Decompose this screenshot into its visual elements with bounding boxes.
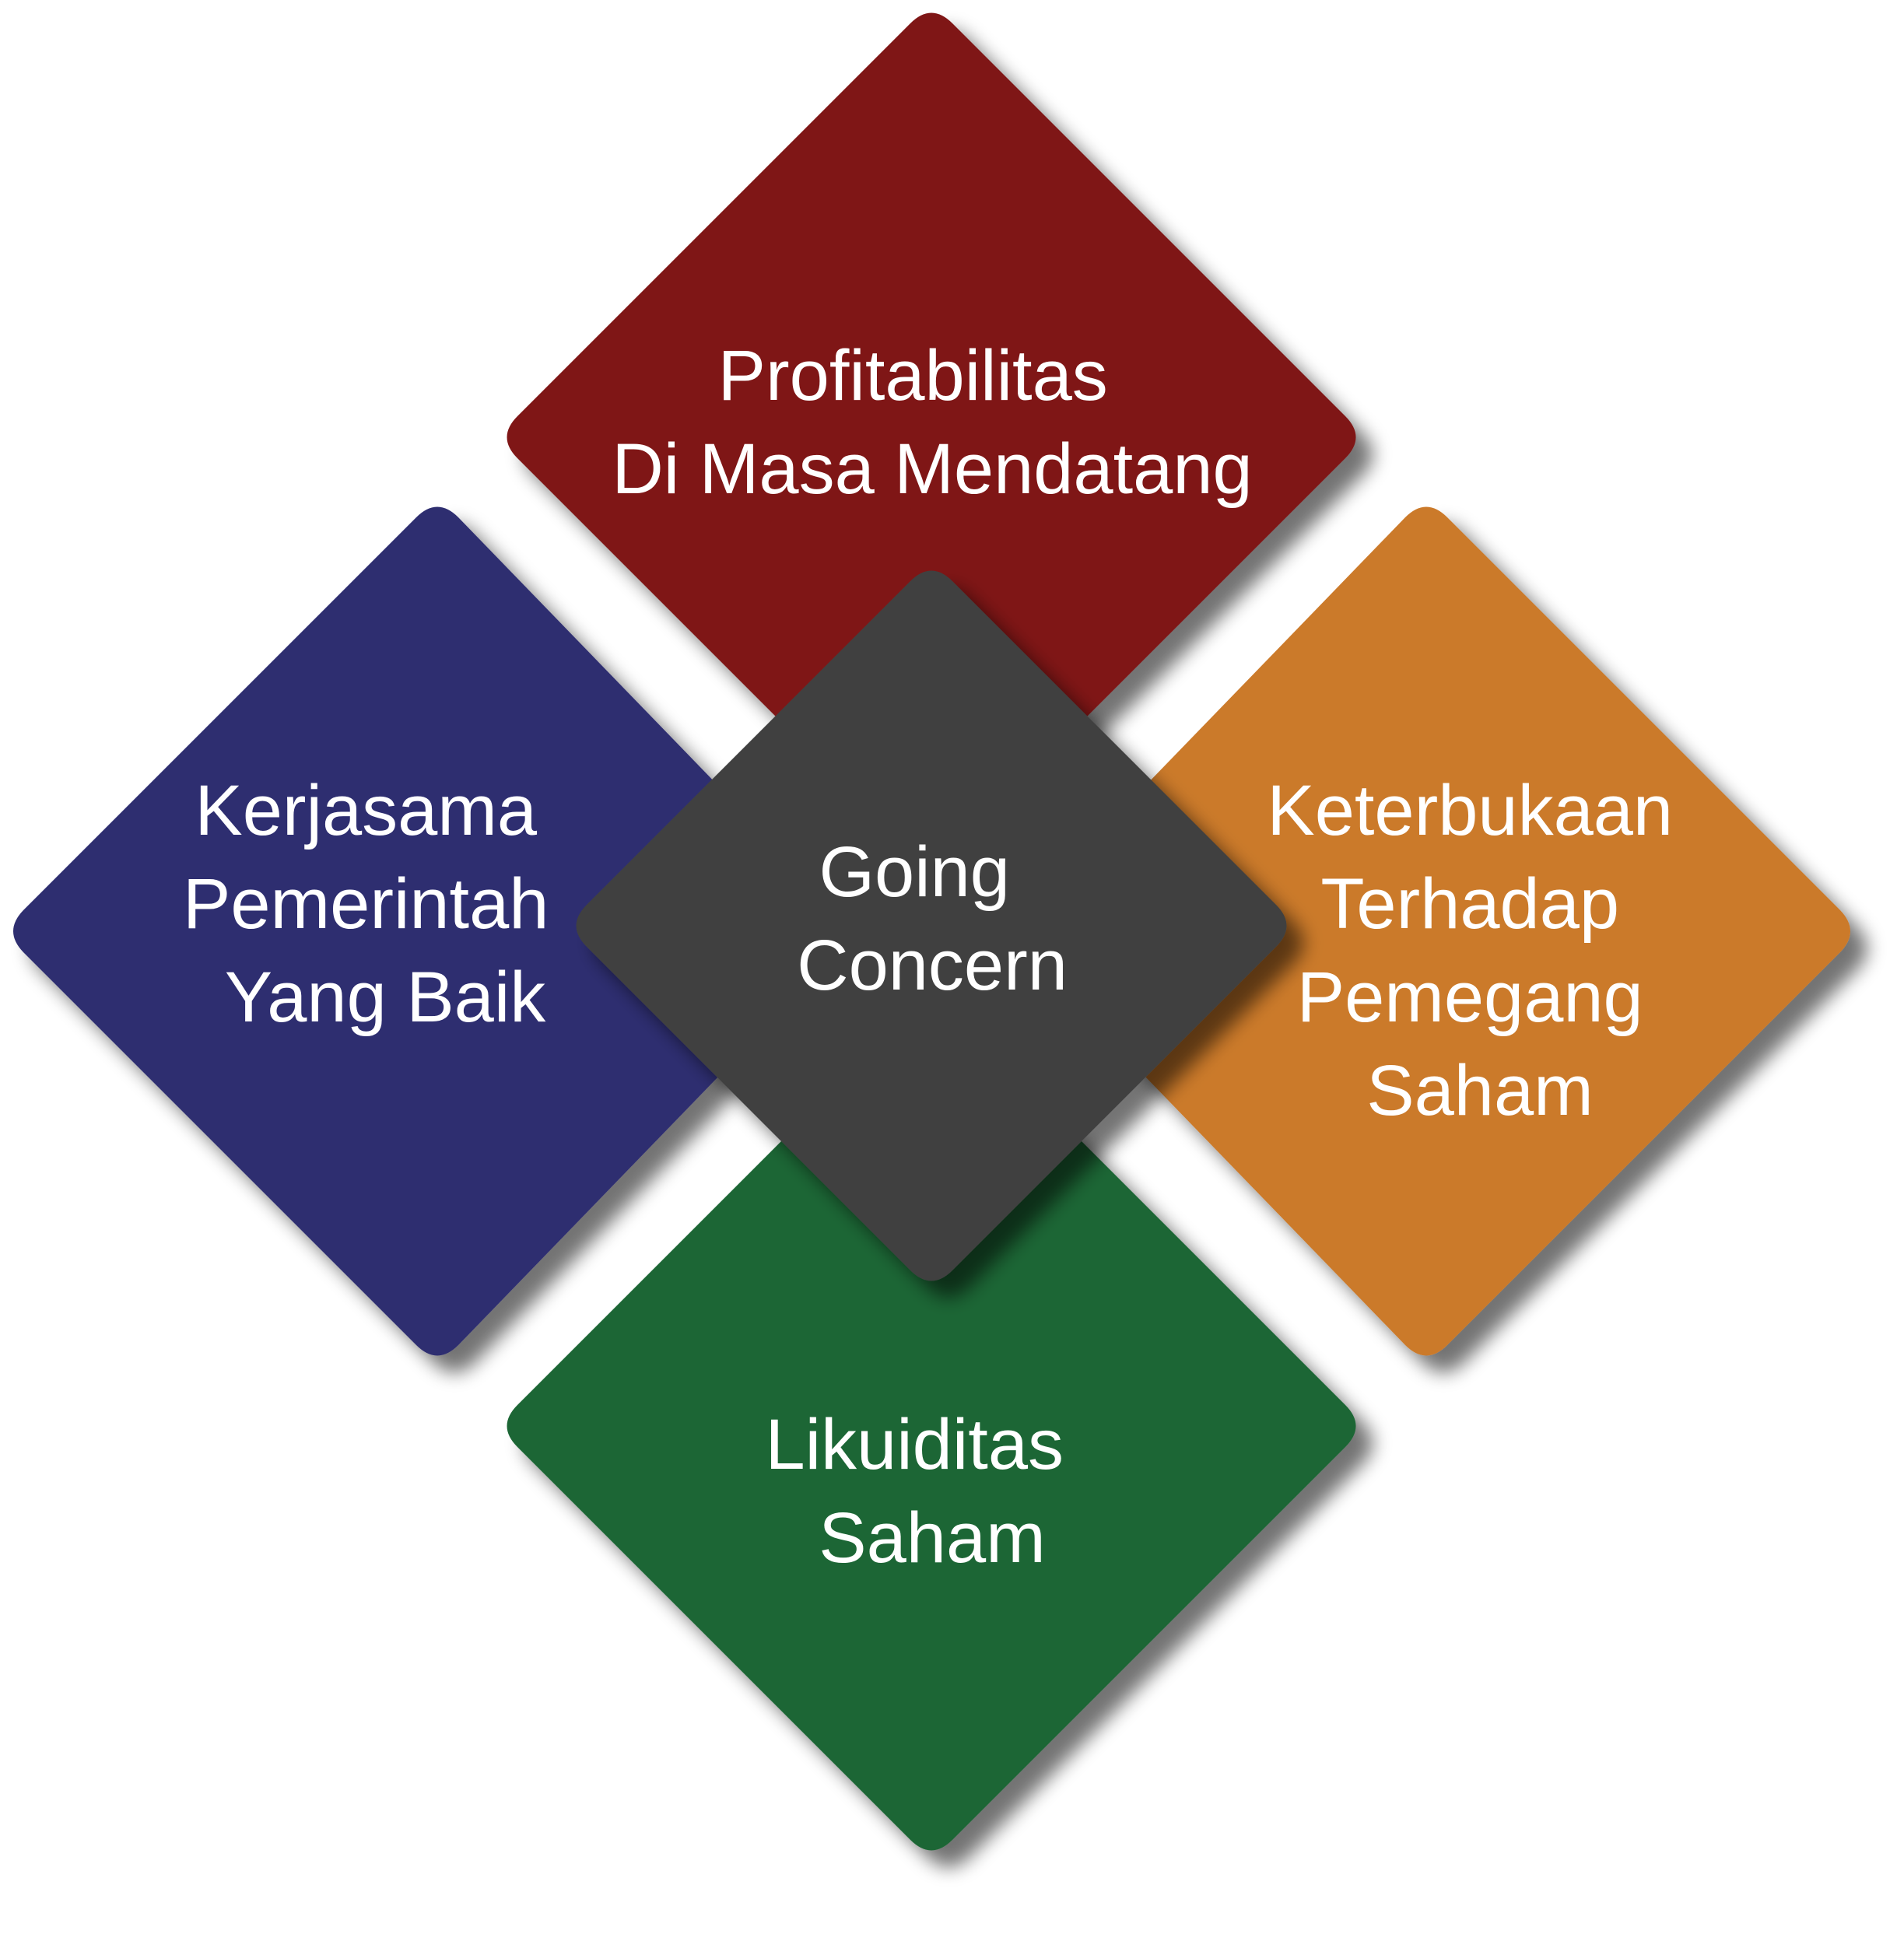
diamond-left-shape <box>13 506 849 1356</box>
diamond-center-shape <box>576 570 1287 1281</box>
diamond-center-label: Going Concern <box>797 832 1068 1005</box>
diamond-top: Profitabilitas Di Masa Mendatang <box>507 12 1356 862</box>
diamond-left-label: Kerjasama Pemerintah Yang Baik <box>183 771 569 1037</box>
diamond-bottom-shape <box>507 1001 1356 1851</box>
diamond-right-label: Keterbukaan Terhadap Pemegang Saham <box>1267 771 1692 1130</box>
diamond-right-shape <box>1015 506 1850 1356</box>
diamond-left: Kerjasama Pemerintah Yang Baik <box>13 506 849 1356</box>
diamond-center: Going Concern <box>576 570 1287 1281</box>
diamond-top-label: Profitabilitas Di Masa Mendatang <box>612 336 1252 509</box>
diamond-right: Keterbukaan Terhadap Pemegang Saham <box>1015 506 1850 1356</box>
diamond-top-shape <box>507 12 1356 862</box>
diamond-bottom: Likuiditas Saham <box>507 1001 1356 1851</box>
diamond-bottom-label: Likuiditas Saham <box>765 1405 1083 1578</box>
